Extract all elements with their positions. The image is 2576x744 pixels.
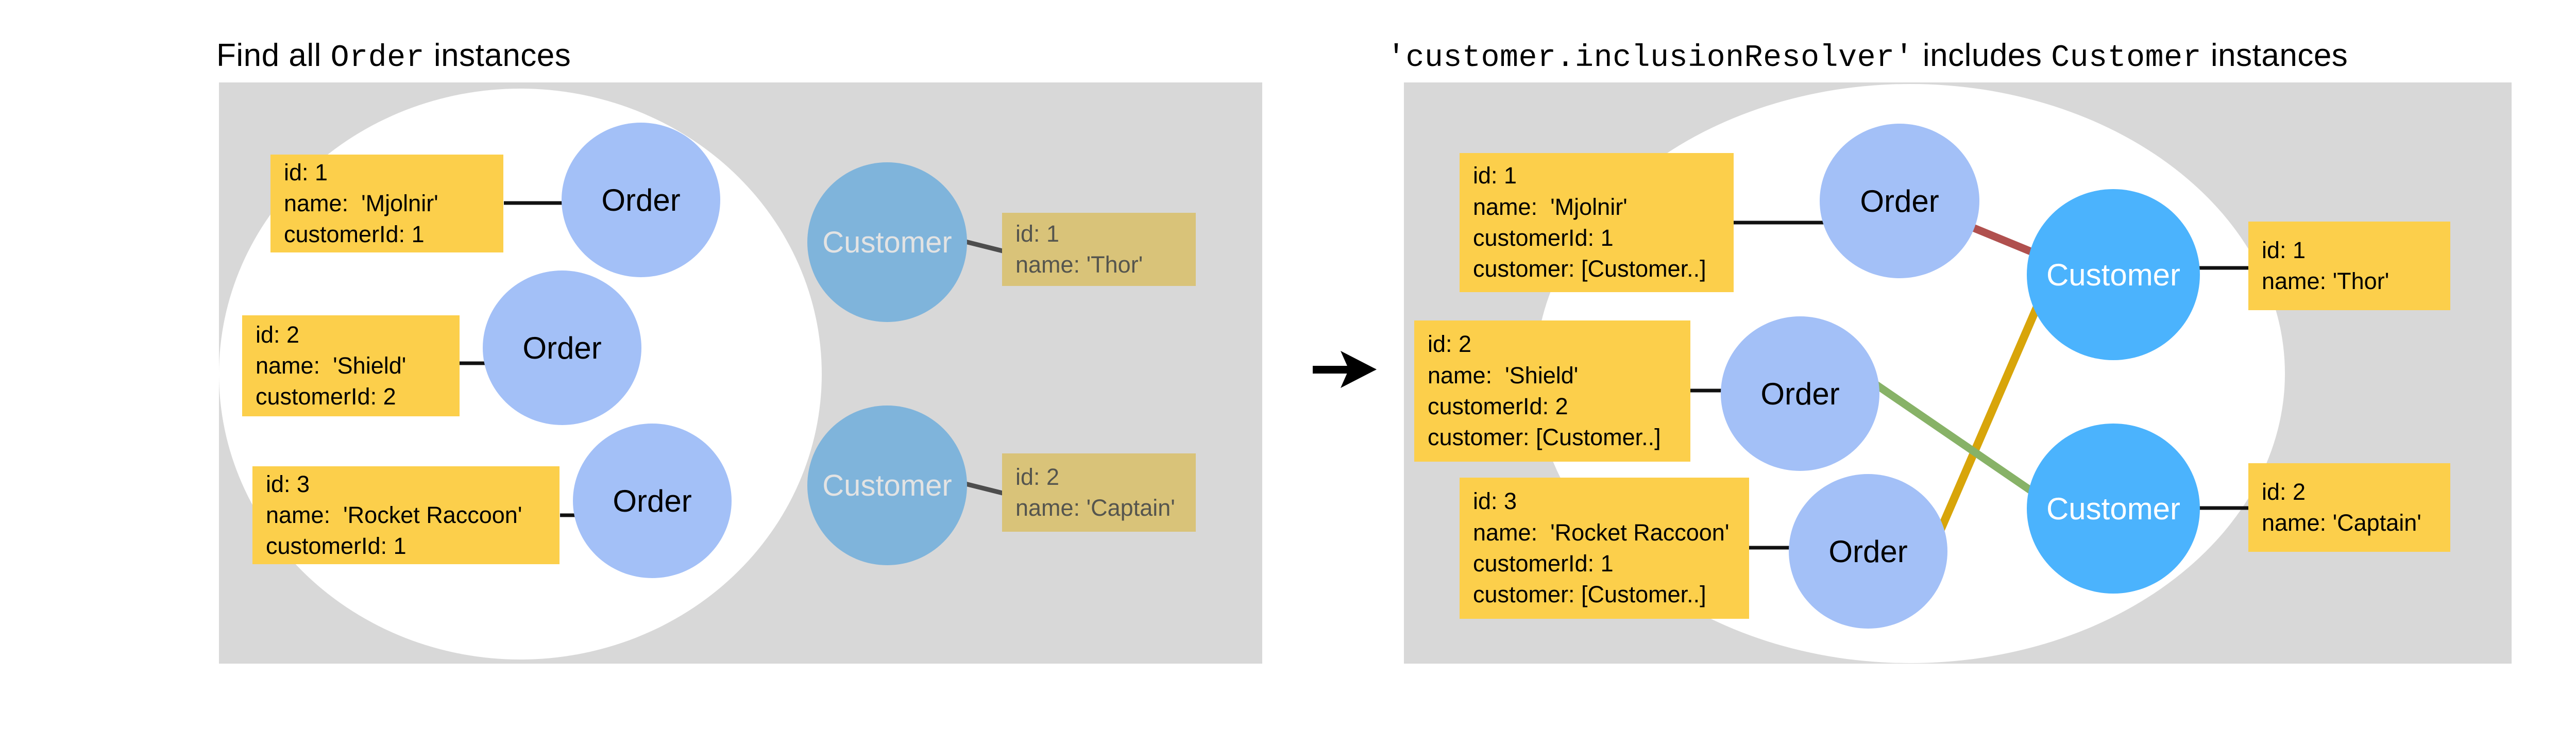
right-order3-label: Order — [1828, 534, 1908, 569]
left-customer1-node: Customer — [807, 162, 967, 322]
right-order2-label: Order — [1760, 376, 1840, 411]
left-title-code-order: Order — [330, 41, 425, 76]
left-title-prefix: Find all — [216, 38, 331, 73]
left-order1-label: Order — [601, 182, 681, 217]
left-customer2-label: Customer — [822, 468, 952, 502]
right-title: 'customer.inclusionResolver' includes Cu… — [1387, 37, 2348, 76]
left-order2-label: Order — [522, 330, 602, 365]
left-order2-props: id: 2 name: 'Shield' customerId: 2 — [242, 315, 460, 416]
left-order3-props: id: 3 name: 'Rocket Raccoon' customerId:… — [252, 466, 560, 564]
right-title-code-resolver: 'customer.inclusionResolver' — [1387, 41, 1914, 76]
left-title: Find all Order instances — [216, 37, 571, 76]
right-customer1-props: id: 1 name: 'Thor' — [2248, 222, 2450, 310]
left-title-suffix: instances — [425, 38, 571, 73]
left-order3-label: Order — [613, 483, 692, 518]
right-title-code-customer: Customer — [2051, 41, 2202, 76]
arrow-head — [1341, 351, 1377, 388]
arrow-shaft — [1313, 366, 1351, 374]
left-customer2-node: Customer — [807, 405, 967, 565]
left-order1-props: id: 1 name: 'Mjolnir' customerId: 1 — [270, 155, 503, 252]
left-customer1-label: Customer — [822, 225, 952, 259]
right-order1-props: id: 1 name: 'Mjolnir' customerId: 1 cust… — [1460, 153, 1734, 292]
left-customer1-props: id: 1 name: 'Thor' — [1002, 213, 1196, 286]
right-customer2-props: id: 2 name: 'Captain' — [2248, 463, 2450, 552]
right-customer1-node: Customer — [2027, 189, 2200, 360]
left-customer2-props: id: 2 name: 'Captain' — [1002, 453, 1196, 532]
right-customer1-label: Customer — [2046, 257, 2181, 292]
right-title-mid: includes — [1913, 38, 2052, 73]
left-order1-node: Order — [562, 123, 720, 277]
left-order3-node: Order — [573, 424, 732, 578]
right-title-suffix: instances — [2201, 38, 2348, 73]
relation-line-order3-customer1 — [1923, 260, 2060, 566]
right-order3-props: id: 3 name: 'Rocket Raccoon' customerId:… — [1460, 478, 1749, 619]
right-order2-node: Order — [1721, 316, 1879, 471]
right-order3-node: Order — [1789, 474, 1947, 629]
relation-line-order2-customer2 — [1856, 369, 2060, 512]
right-customer2-node: Customer — [2027, 424, 2200, 594]
left-order2-node: Order — [483, 270, 641, 425]
right-order1-label: Order — [1860, 183, 1939, 218]
arrow-right-icon — [1313, 351, 1377, 388]
right-order1-node: Order — [1820, 124, 1979, 278]
right-order2-props: id: 2 name: 'Shield' customerId: 2 custo… — [1414, 320, 1690, 462]
right-customer2-label: Customer — [2046, 491, 2181, 526]
